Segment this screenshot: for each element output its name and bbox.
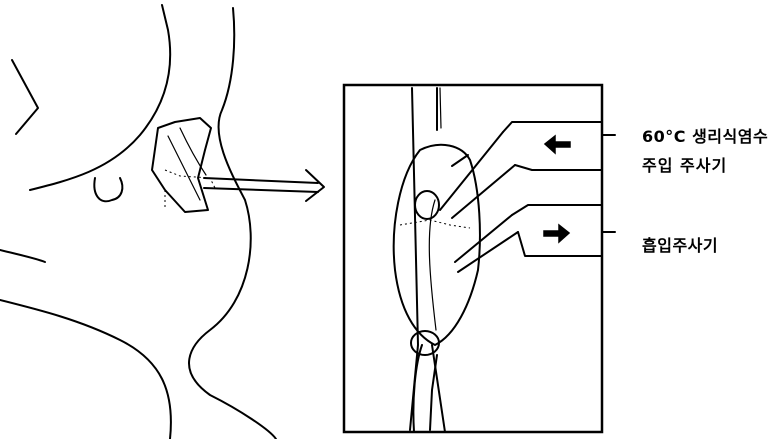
inset-frame [344, 85, 602, 432]
suction-needle [455, 215, 518, 272]
zoom-arrow [204, 170, 324, 201]
injection-needles [440, 132, 515, 218]
arrow-right-icon [544, 225, 569, 242]
skin-flap [152, 118, 215, 212]
arrow-left-icon [545, 136, 570, 153]
injection-syringe-label-line2: 주입 주사기 [642, 152, 727, 176]
body-outline [0, 5, 276, 439]
label-leaders [602, 122, 615, 256]
forceps [413, 345, 445, 432]
suction-syringe-label: 흡입주사기 [642, 232, 718, 256]
injection-syringe-label-line1: 60°C 생리식염수 [642, 123, 768, 147]
